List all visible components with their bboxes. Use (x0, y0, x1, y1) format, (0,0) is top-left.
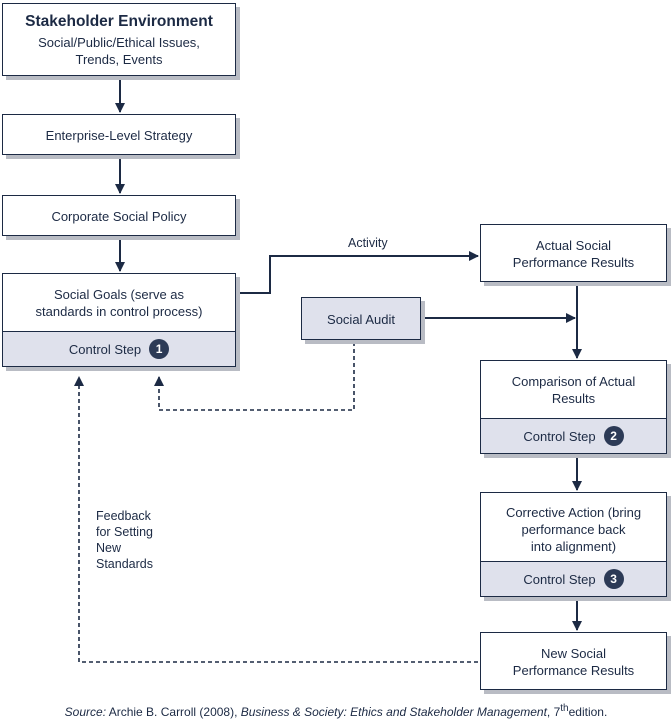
control-step-3-label: Control Step (523, 571, 596, 587)
corrective-line1: Corrective Action (bring (505, 505, 642, 520)
corrective-action-box: Corrective Action (bring performance bac… (480, 492, 667, 597)
corrective-line2: performance back (521, 522, 626, 537)
activity-label: Activity (348, 236, 388, 250)
enterprise-strategy-label: Enterprise-Level Strategy (45, 128, 193, 143)
new-results-line1: New Social (540, 646, 607, 661)
source-book: Business & Society: Ethics and Stakehold… (240, 705, 547, 719)
source-edition-sup: th (560, 703, 569, 714)
comparison-line2: Results (551, 391, 596, 406)
source-author: Archie B. Carroll (2008), (106, 705, 241, 719)
actual-results-line1: Actual Social (535, 238, 612, 253)
feedback-label: Feedback for Setting New Standards (96, 508, 153, 572)
comparison-line1: Comparison of Actual (511, 374, 636, 389)
new-results-box: New Social Performance Results (480, 632, 667, 690)
arrow-activity (238, 251, 479, 294)
source-edition-suffix: edition. (568, 705, 608, 719)
corrective-line3: into alignment) (530, 539, 617, 554)
stakeholder-environment-line2: Trends, Events (75, 52, 163, 67)
control-step-3: Control Step 3 (481, 561, 666, 596)
control-step-2-label: Control Step (523, 428, 596, 444)
feedback-line4: Standards (96, 557, 153, 571)
source-prefix: Source: (64, 705, 107, 719)
control-step-1-label: Control Step (68, 341, 142, 357)
comparison-box: Comparison of Actual Results Control Ste… (480, 360, 667, 454)
source-caption: Source: Archie B. Carroll (2008), Busine… (0, 703, 672, 719)
stakeholder-environment-line1: Social/Public/Ethical Issues, (38, 35, 200, 50)
corporate-policy-box: Corporate Social Policy (2, 195, 236, 236)
social-audit-label: Social Audit (327, 312, 395, 327)
actual-results-box: Actual Social Performance Results (480, 224, 667, 282)
step-3-badge: 3 (603, 569, 624, 589)
feedback-line3: New (96, 541, 122, 555)
actual-results-line2: Performance Results (512, 255, 635, 270)
control-step-1: Control Step 1 (3, 331, 235, 366)
social-goals-box: Social Goals (serve as standards in cont… (2, 273, 236, 367)
step-1-badge: 1 (149, 339, 170, 359)
control-step-2: Control Step 2 (481, 418, 666, 453)
social-goals-line2: standards in control process) (35, 304, 203, 319)
source-edition-num: , 7 (546, 705, 561, 719)
enterprise-strategy-box: Enterprise-Level Strategy (2, 114, 236, 155)
corporate-policy-label: Corporate Social Policy (51, 209, 187, 224)
stakeholder-environment-title: Stakeholder Environment (25, 13, 213, 30)
feedback-line1: Feedback (96, 509, 151, 523)
stakeholder-environment-box: Stakeholder Environment Social/Public/Et… (2, 3, 236, 76)
dashed-feedback (74, 376, 478, 663)
new-results-line2: Performance Results (512, 663, 635, 678)
step-2-badge: 2 (603, 426, 624, 446)
feedback-line2: for Setting (96, 525, 153, 539)
social-audit-box: Social Audit (301, 297, 421, 340)
social-goals-line1: Social Goals (serve as (53, 287, 185, 302)
